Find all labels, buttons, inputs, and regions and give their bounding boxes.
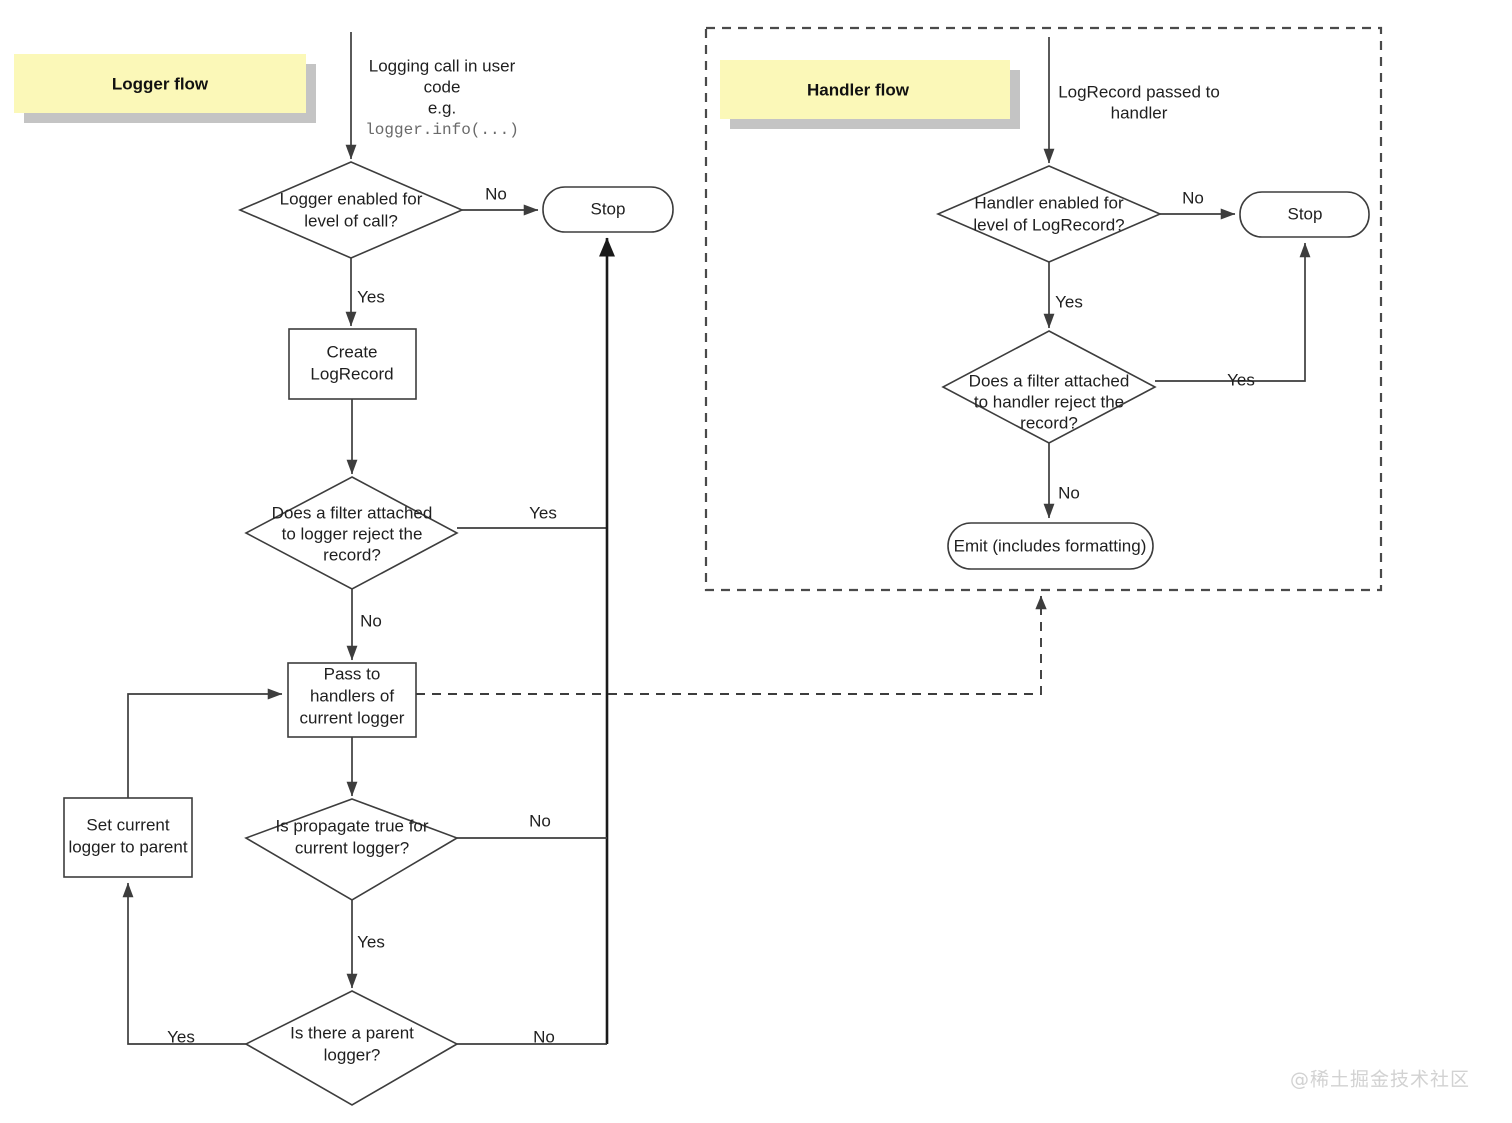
edge-set-parent-to-handlers: [127, 688, 283, 798]
has-parent-diamond: [244, 990, 459, 1106]
edge-label-handler-enabled-yes: Yes: [1055, 292, 1083, 311]
logger-enabled-diamond: [237, 161, 465, 259]
logger-entry-note: Logging call in user code e.g. logger.in…: [365, 56, 519, 139]
logger-entry-note-line1: Logging call in user: [369, 56, 516, 75]
handler-filter-label-line3: record?: [1020, 413, 1078, 432]
has-parent-label-line2: logger?: [324, 1045, 381, 1064]
edge-label-propagate-yes: Yes: [357, 932, 385, 951]
is-propagate-label-line1: Is propagate true for: [275, 816, 428, 835]
logger-filter-label-line3: record?: [323, 545, 381, 564]
handler-enabled-label-line2: level of LogRecord?: [973, 215, 1124, 234]
edge-has-parent-yes: [122, 882, 246, 1045]
pass-to-handlers-label-line1: Pass to: [324, 664, 381, 683]
edge-label-logger-filter-yes: Yes: [529, 503, 557, 522]
emit-shape: [947, 522, 1154, 570]
edge-label-logger-enabled-no: No: [485, 184, 507, 203]
set-parent-label-line2: logger to parent: [68, 837, 187, 856]
node-has-parent: Is there a parent logger?: [244, 990, 459, 1106]
handler-filter-label-line1: Does a filter attached: [969, 371, 1130, 390]
edge-label-propagate-no: No: [529, 811, 551, 830]
edge-label-has-parent-no: No: [533, 1027, 555, 1046]
has-parent-label-line1: Is there a parent: [290, 1023, 414, 1042]
handler-banner-fill: [720, 60, 1010, 119]
handler-stop-label: Stop: [1288, 204, 1323, 223]
logger-flow-banner-label: Logger flow: [112, 74, 209, 93]
edge-label-logger-enabled-yes: Yes: [357, 287, 385, 306]
logger-enabled-label-line2: level of call?: [304, 211, 398, 230]
handler-filter-label-line2: to handler reject the: [974, 392, 1124, 411]
node-emit: Emit (includes formatting): [947, 522, 1154, 570]
is-propagate-label-line2: current logger?: [295, 838, 409, 857]
handler-entry-note-line1: LogRecord passed to: [1058, 82, 1220, 101]
logger-stop-shape: [542, 186, 674, 233]
handler-entry-note-line2: handler: [1111, 103, 1168, 122]
handler-stop-shape: [1239, 191, 1370, 238]
edge-label-handler-filter-no: No: [1058, 483, 1080, 502]
handler-flow-banner-label: Handler flow: [807, 80, 910, 99]
logger-entry-note-line2: code: [424, 77, 461, 96]
edge-handler-filter-yes: [1155, 242, 1311, 382]
edge-handlers-to-handler-flow: [416, 595, 1047, 695]
node-pass-to-handlers: Pass to handlers of current logger: [287, 662, 417, 738]
create-logrecord-box: [288, 328, 417, 400]
node-create-logrecord: Create LogRecord: [288, 328, 417, 400]
pass-to-handlers-box: [287, 662, 417, 738]
logger-filter-label-line1: Does a filter attached: [272, 503, 433, 522]
pass-to-handlers-label-line3: current logger: [300, 708, 405, 727]
emit-label: Emit (includes formatting): [954, 536, 1147, 555]
node-handler-filter: Does a filter attached to handler reject…: [941, 330, 1157, 444]
logger-banner-fill: [14, 54, 306, 113]
node-set-parent: Set current logger to parent: [63, 797, 193, 878]
node-logger-stop: Stop: [542, 186, 674, 233]
node-logger-filter: Does a filter attached to logger reject …: [244, 476, 459, 590]
logger-entry-note-code: logger.info(...): [365, 121, 519, 139]
set-parent-label-line1: Set current: [86, 815, 169, 834]
node-logger-enabled: Logger enabled for level of call?: [237, 161, 465, 259]
handler-flow-region: [704, 26, 1383, 592]
edge-label-handler-filter-yes: Yes: [1227, 370, 1255, 389]
edge-label-logger-filter-no: No: [360, 611, 382, 630]
logger-flow-banner: Logger flow: [14, 54, 316, 123]
edge-label-handler-enabled-no: No: [1182, 188, 1204, 207]
watermark-label: @稀土掘金技术社区: [1290, 1069, 1470, 1091]
node-handler-stop: Stop: [1239, 191, 1370, 238]
create-logrecord-label-line1: Create: [326, 342, 377, 361]
pass-to-handlers-label-line2: handlers of: [310, 686, 394, 705]
logger-entry-note-line3: e.g.: [428, 98, 456, 117]
logger-stop-label: Stop: [591, 199, 626, 218]
node-handler-enabled: Handler enabled for level of LogRecord?: [935, 165, 1163, 263]
edge-label-has-parent-yes: Yes: [167, 1027, 195, 1046]
create-logrecord-label-line2: LogRecord: [310, 364, 393, 383]
logger-enabled-label-line1: Logger enabled for: [280, 189, 423, 208]
handler-entry-note: LogRecord passed to handler: [1058, 82, 1220, 122]
handler-flow-banner: Handler flow: [720, 60, 1020, 129]
node-is-propagate: Is propagate true for current logger?: [244, 798, 459, 901]
logger-filter-label-line2: to logger reject the: [282, 524, 423, 543]
handler-enabled-label-line1: Handler enabled for: [974, 193, 1124, 212]
handler-enabled-diamond: [935, 165, 1163, 263]
